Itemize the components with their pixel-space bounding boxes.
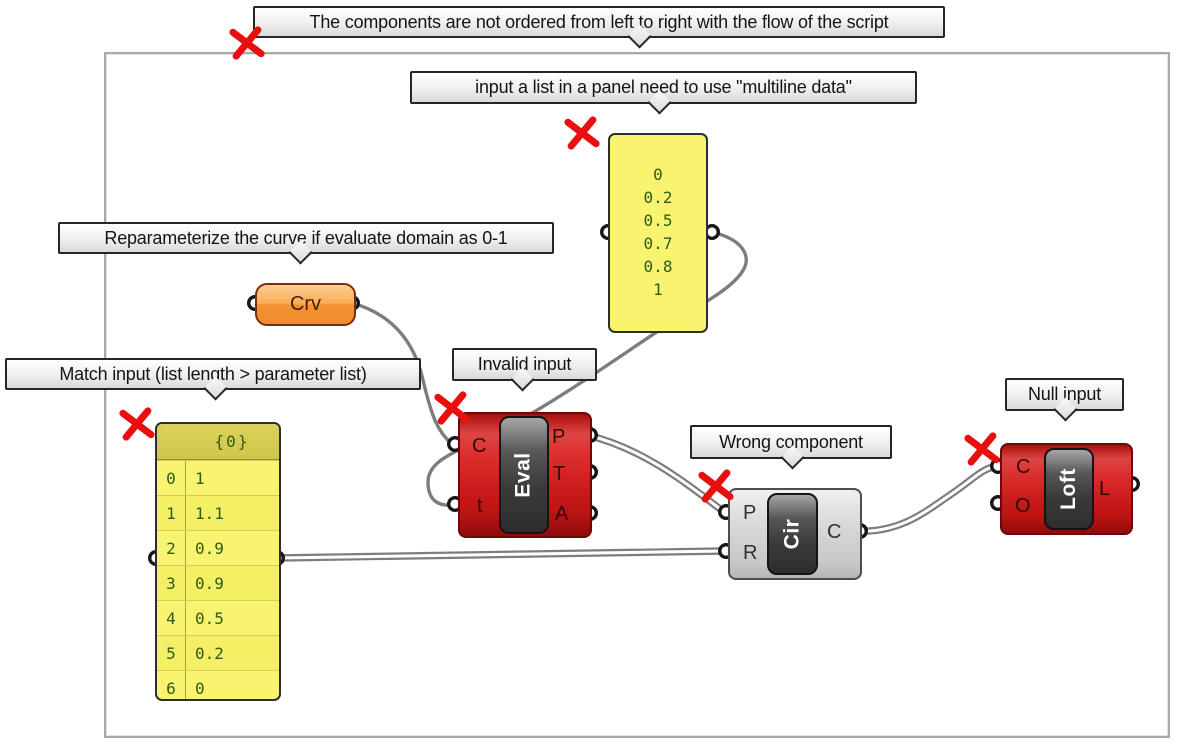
loft-name-capsule[interactable]: Loft <box>1044 448 1094 530</box>
row-value: 0.2 <box>195 643 224 663</box>
callout-null-input-text: Null input <box>1027 384 1102 404</box>
callout-invalid-input: Invalid input <box>452 348 597 392</box>
panel-value: 0.2 <box>643 188 673 207</box>
callout-match-input-text: Match input (list length > parameter lis… <box>59 363 367 384</box>
callout-flow-order: The components are not ordered from left… <box>253 6 945 49</box>
row-value: 0.5 <box>195 608 224 628</box>
row-value: 0 <box>195 678 205 698</box>
loft-input-c[interactable]: C <box>1016 456 1031 478</box>
row-index: 1 <box>157 496 186 530</box>
cir-input-p[interactable]: P <box>743 502 757 524</box>
list-panel[interactable]: {0} 0 1 1 1.1 2 0.9 3 0.9 4 0.5 5 0.2 6 … <box>155 422 281 701</box>
evaluate-curve-component[interactable]: C t P T A Eval <box>458 412 592 538</box>
callout-flow-order-text: The components are not ordered from left… <box>309 11 889 32</box>
list-row: 5 0.2 <box>157 635 279 670</box>
row-index: 4 <box>157 601 186 635</box>
eval-input-t[interactable]: t <box>477 495 483 517</box>
eval-label: Eval <box>511 452 535 498</box>
loft-input-o[interactable]: O <box>1015 495 1031 517</box>
list-row: 0 1 <box>157 460 279 495</box>
eval-output-p[interactable]: P <box>552 426 566 448</box>
panel-value: 0 <box>653 165 663 184</box>
panel-value: 1 <box>653 280 663 299</box>
row-value: 1.1 <box>195 503 224 523</box>
cir-output-c[interactable]: C <box>827 521 842 543</box>
eval-output-a[interactable]: A <box>555 503 569 525</box>
list-row: 3 0.9 <box>157 565 279 600</box>
cir-input-r[interactable]: R <box>743 542 758 564</box>
list-row: 2 0.9 <box>157 530 279 565</box>
curve-param-label: Crv <box>289 293 322 315</box>
callout-match-input: Match input (list length > parameter lis… <box>5 358 421 401</box>
curve-param-component[interactable]: Crv <box>255 283 356 326</box>
callout-multiline-data-text: input a list in a panel need to use "mul… <box>475 77 852 97</box>
cir-label: Cir <box>780 518 804 550</box>
circle-component[interactable]: P R C Cir <box>728 488 862 580</box>
row-index: 6 <box>157 671 186 699</box>
list-row: 4 0.5 <box>157 600 279 635</box>
eval-name-capsule[interactable]: Eval <box>499 416 549 534</box>
callout-wrong-component: Wrong component <box>690 425 892 470</box>
list-row: 6 0 <box>157 670 279 699</box>
row-value: 0.9 <box>195 538 224 558</box>
callout-reparameterize-text: Reparameterize the curve if evaluate dom… <box>104 227 508 248</box>
panel-value: 0.8 <box>643 257 673 276</box>
callout-reparameterize: Reparameterize the curve if evaluate dom… <box>58 222 554 265</box>
loft-output-l[interactable]: L <box>1099 478 1111 500</box>
panel-value: 0.7 <box>643 234 673 253</box>
eval-output-t[interactable]: T <box>553 463 566 485</box>
eval-input-c[interactable]: C <box>472 435 487 457</box>
row-index: 0 <box>157 461 186 495</box>
callout-multiline-data: input a list in a panel need to use "mul… <box>410 71 917 115</box>
parameter-panel[interactable]: 0 0.2 0.5 0.7 0.8 1 <box>608 133 708 333</box>
row-value: 0.9 <box>195 573 224 593</box>
row-index: 2 <box>157 531 186 565</box>
row-value: 1 <box>195 468 205 488</box>
list-row: 1 1.1 <box>157 495 279 530</box>
callout-wrong-component-text: Wrong component <box>719 431 863 452</box>
list-panel-header: {0} <box>157 424 279 460</box>
callout-null-input: Null input <box>1005 378 1124 422</box>
row-index: 5 <box>157 636 186 670</box>
cir-name-capsule[interactable]: Cir <box>767 493 818 575</box>
list-panel-path: {0} <box>214 432 250 451</box>
row-index: 3 <box>157 566 186 600</box>
panel-value: 0.5 <box>643 211 673 230</box>
loft-label: Loft <box>1057 468 1080 510</box>
loft-component[interactable]: C O L Loft <box>1000 443 1133 535</box>
